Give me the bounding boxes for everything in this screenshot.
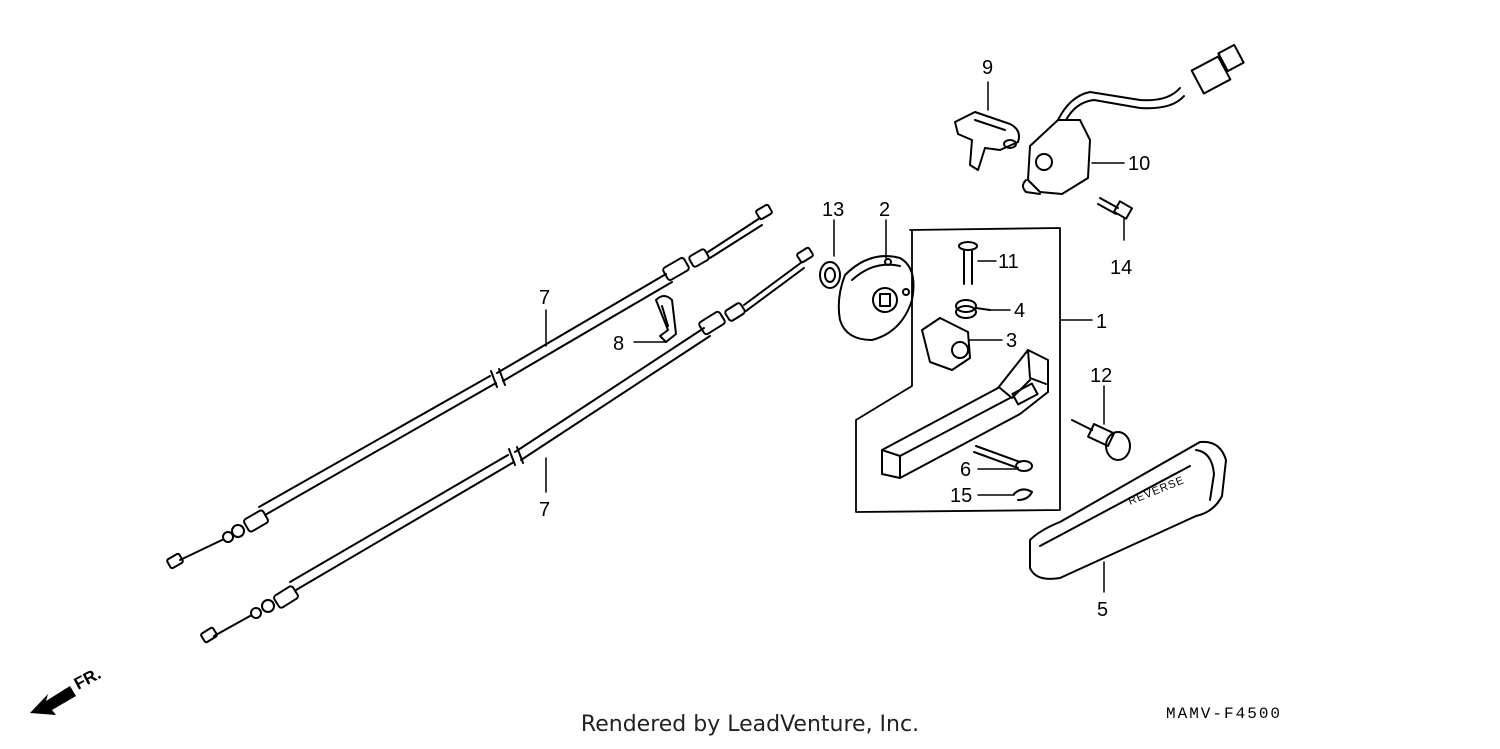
front-direction-label: FR.: [71, 664, 104, 694]
callouts: 1 2 3 4 5 6 7 7 8 9 10 11 12 13 14 15: [539, 57, 1150, 621]
callout-10: 10: [1128, 153, 1150, 175]
callout-4: 4: [1014, 300, 1025, 322]
throttle-cable-lower: [200, 246, 814, 644]
reverse-grip: [1029, 440, 1227, 580]
throttle-cable-upper: [166, 203, 773, 570]
assembly-frame: [855, 227, 1061, 513]
washer: [819, 261, 841, 289]
callout-7-upper: 7: [539, 287, 550, 309]
reverse-switch: [1022, 43, 1245, 195]
diagram-code: MAMV-F4500: [1166, 705, 1283, 723]
callout-14: 14: [1110, 257, 1132, 279]
collar: [921, 317, 971, 371]
callout-11: 11: [998, 251, 1019, 273]
cable-clip: [655, 295, 677, 343]
leader-lines: [545, 81, 1125, 593]
callout-12: 12: [1090, 365, 1112, 387]
link-rod: [973, 445, 1033, 472]
callout-13: 13: [822, 199, 844, 221]
switch-bracket: [954, 111, 1020, 171]
callout-8: 8: [613, 333, 624, 355]
e-clip: [1013, 488, 1033, 501]
callout-1: 1: [1096, 311, 1107, 333]
pin: [958, 241, 978, 285]
throttle-plate: [837, 255, 915, 341]
callout-15: 15: [950, 485, 972, 507]
callout-3: 3: [1006, 330, 1017, 352]
callout-9: 9: [982, 57, 993, 79]
callout-2: 2: [879, 199, 890, 221]
spring: [955, 299, 991, 319]
lever-arm: [881, 349, 1049, 479]
grip-bolt: [1071, 419, 1131, 461]
switch-bolt: [1097, 197, 1134, 220]
callout-7-lower: 7: [539, 499, 550, 521]
callout-6: 6: [960, 459, 971, 481]
callout-5: 5: [1097, 599, 1108, 621]
render-credit: Rendered by LeadVenture, Inc.: [580, 712, 920, 737]
front-direction-arrow: FR.: [30, 664, 104, 715]
